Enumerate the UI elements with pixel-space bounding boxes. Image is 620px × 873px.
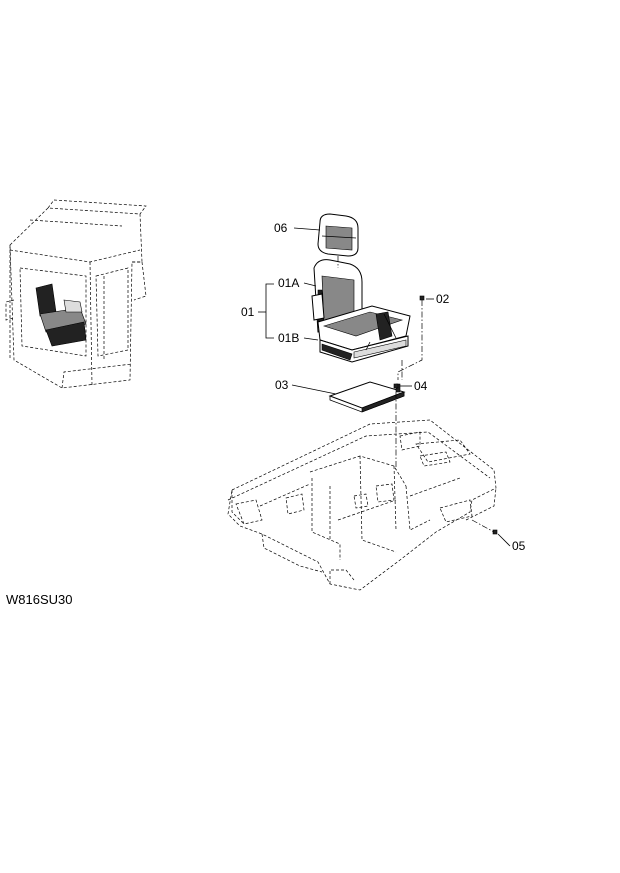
cab-seat-icon	[35, 283, 87, 347]
bolt-05-part	[471, 519, 498, 535]
callout-06: 06	[274, 221, 288, 235]
callout-03: 03	[275, 378, 289, 392]
callout-leaders	[258, 227, 511, 547]
cab-inset	[5, 199, 147, 389]
callout-01: 01	[241, 305, 255, 319]
callout-01B: 01B	[278, 331, 299, 345]
callout-01A: 01A	[278, 276, 299, 290]
callout-02: 02	[436, 292, 450, 306]
drawing-code: W816SU30	[6, 592, 72, 607]
assembly-lines	[337, 256, 423, 470]
bolt-04-part	[393, 383, 399, 389]
seat-mat-part	[328, 381, 406, 413]
bolt-02-part	[419, 295, 425, 301]
floor-frame-part	[227, 419, 497, 591]
headrest-part	[317, 213, 359, 257]
callout-04: 04	[414, 379, 428, 393]
callout-05: 05	[512, 539, 526, 553]
seat-assembly-part	[311, 259, 411, 363]
